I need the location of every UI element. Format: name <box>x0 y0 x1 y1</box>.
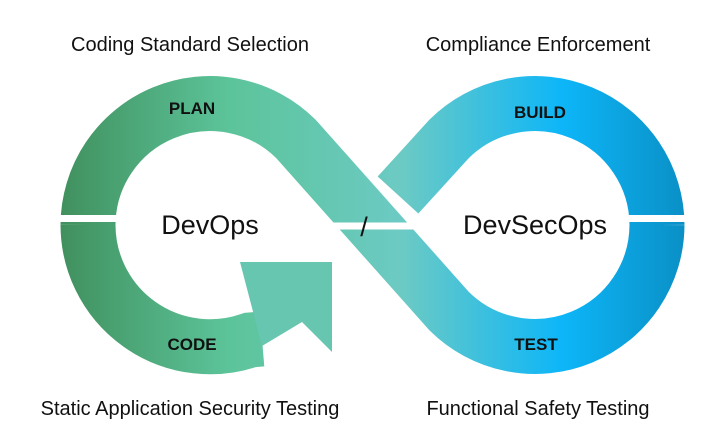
stage-plan: PLAN <box>169 99 215 118</box>
code-loop-segment <box>60 224 265 375</box>
right-gap <box>620 215 692 222</box>
stage-test: TEST <box>514 335 558 354</box>
devsecops-label: DevSecOps <box>463 210 607 240</box>
caption-bottom-left: Static Application Security Testing <box>41 398 340 420</box>
stage-build: BUILD <box>514 103 566 122</box>
arrow-head <box>240 262 332 352</box>
caption-top-right: Compliance Enforcement <box>426 34 651 56</box>
left-gap <box>45 215 125 222</box>
caption-top-left: Coding Standard Selection <box>71 34 309 56</box>
devops-label: DevOps <box>161 210 259 240</box>
caption-bottom-right: Functional Safety Testing <box>426 398 649 420</box>
stage-code: CODE <box>167 335 216 354</box>
build-loop-segment <box>377 76 685 226</box>
separator-slash: / <box>360 212 368 242</box>
